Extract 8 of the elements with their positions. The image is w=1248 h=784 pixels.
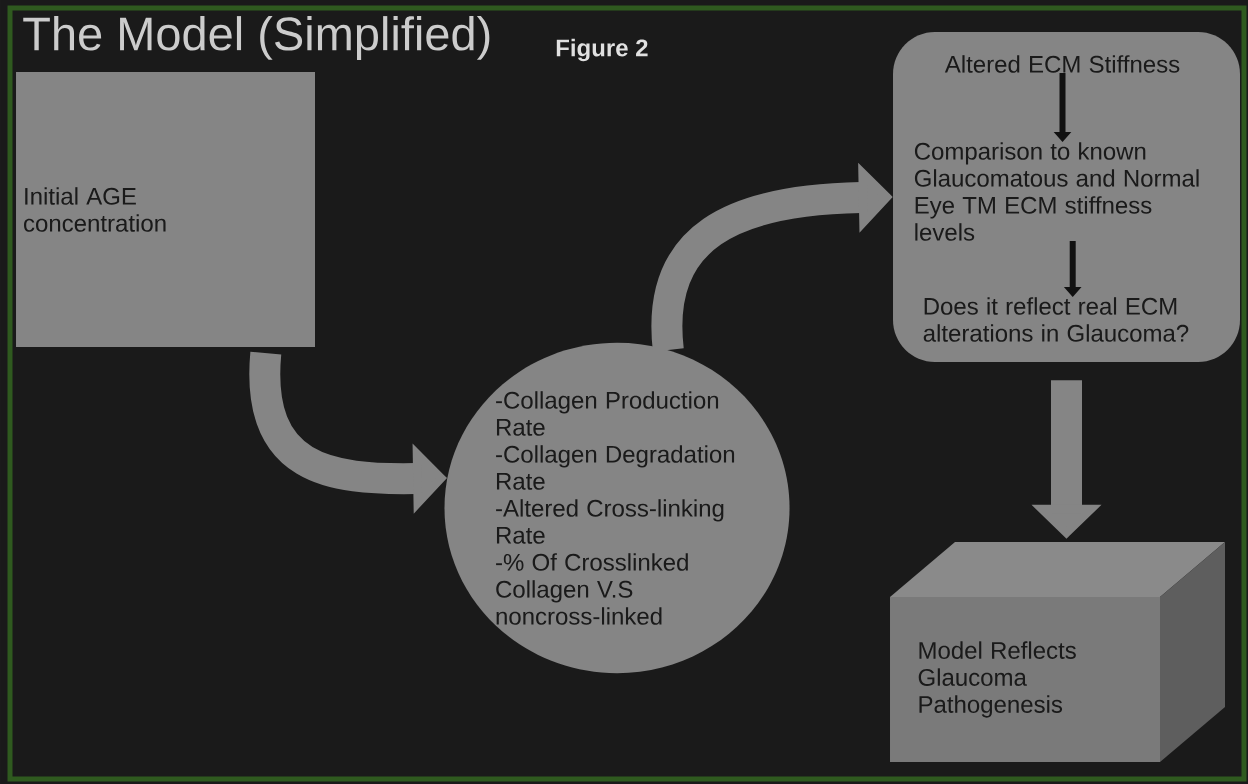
rounded-panel: [893, 32, 1240, 362]
title: The Model (Simplified): [23, 16, 490, 60]
step-text: Comparison to known Glaucomatous and Normal Eye TM ECM stiffness levels: [914, 142, 1199, 241]
result-cube: Model Reflects Glaucoma Pathogenesis: [890, 542, 1225, 762]
step-text: Does it reflect real ECM alterations in Glaucoma?: [923, 297, 1189, 342]
process-box: Initial AGE concentration: [16, 72, 315, 347]
step-text: Altered ECM Stiffness: [944, 55, 1180, 73]
figure-label: Figure 2: [556, 38, 648, 62]
